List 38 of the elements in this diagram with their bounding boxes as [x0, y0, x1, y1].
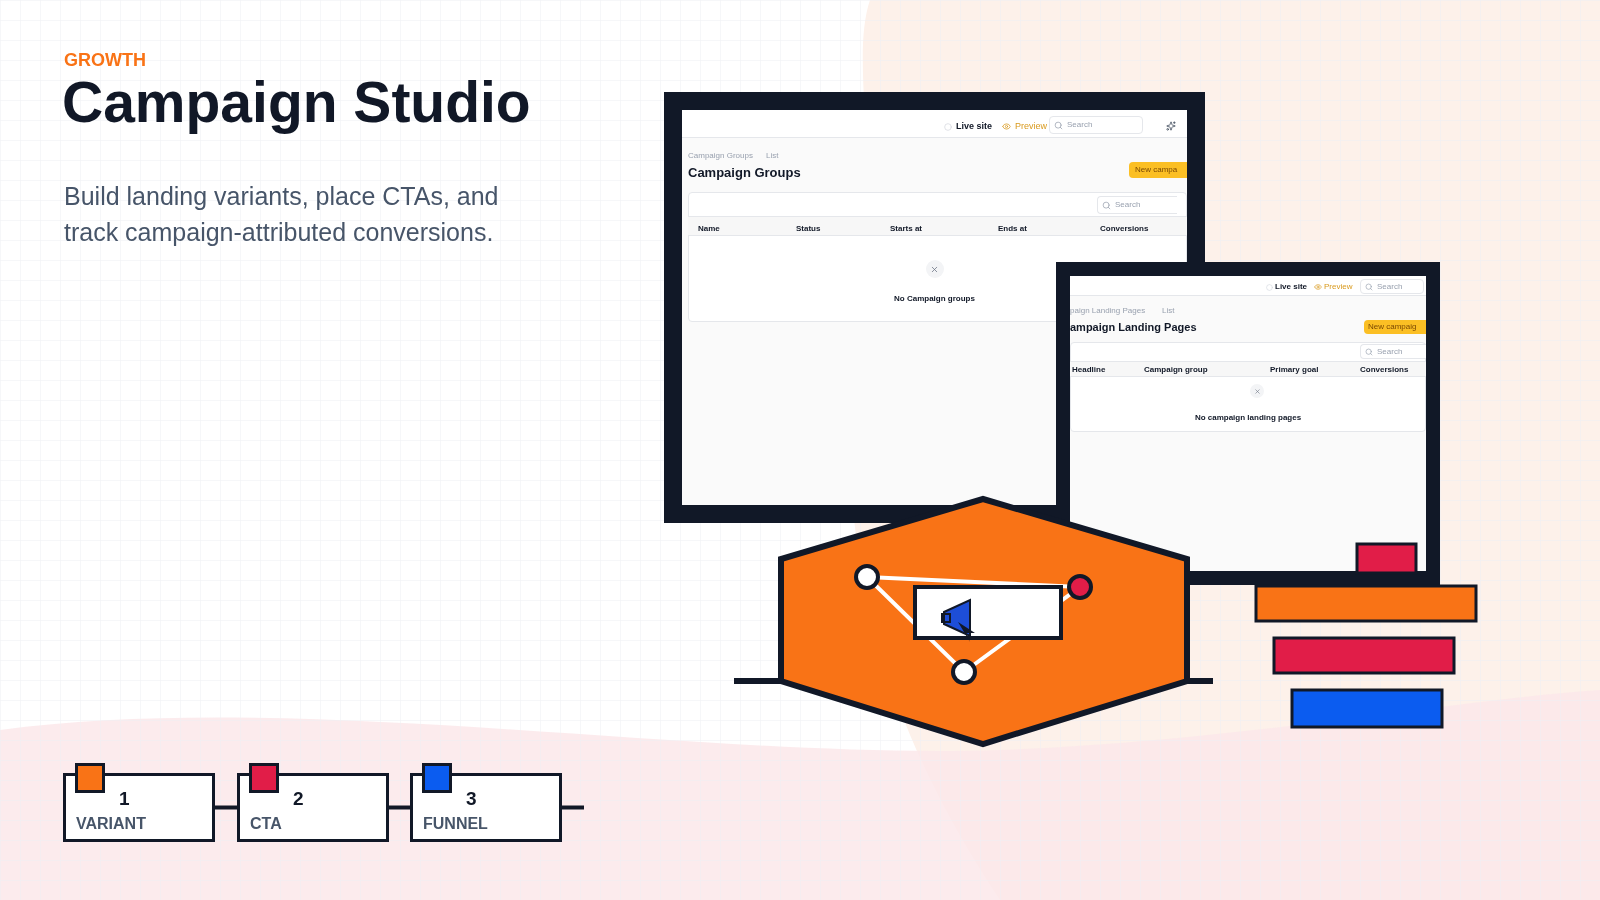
column-header: Starts at	[890, 223, 922, 235]
column-header: Conversions	[1360, 364, 1409, 376]
page-heading: Campaign Groups	[688, 164, 801, 182]
column-header: Primary goal	[1270, 364, 1319, 376]
empty-state-text: No campaign landing pages	[1193, 412, 1303, 424]
breadcrumb-link: paign Landing Pages	[1070, 305, 1146, 317]
column-header: Headline	[1072, 364, 1106, 376]
column-header: Campaign group	[1144, 364, 1208, 376]
preview-link: Preview	[1314, 281, 1353, 293]
step-label: FUNNEL	[423, 814, 488, 834]
search-field: Search	[1049, 116, 1143, 134]
search-field: Search	[1360, 279, 1424, 294]
column-header: Status	[796, 223, 821, 235]
preview-link: Preview	[1002, 120, 1047, 134]
page-heading: ampaign Landing Pages	[1070, 320, 1197, 335]
breadcrumb-text: List	[766, 150, 779, 162]
connector-line	[562, 805, 584, 810]
breadcrumb-text: List	[1162, 305, 1175, 317]
step-number: 1	[119, 787, 130, 811]
column-header: Conversions	[1100, 223, 1149, 235]
column-header: Name	[698, 223, 720, 235]
subtitle-text: Build landing variants, place CTAs, and track campaign-attributed conversions.	[64, 181, 500, 248]
column-header: Ends at	[998, 223, 1027, 235]
new-button: New campa	[1129, 162, 1187, 178]
connector-line	[389, 805, 410, 810]
search-field: Search	[1360, 344, 1426, 359]
empty-state-text: No Campaign groups	[893, 293, 976, 305]
step-label: CTA	[250, 814, 282, 834]
step-number: 2	[293, 787, 304, 811]
breadcrumb-link: Campaign Groups	[688, 150, 753, 162]
new-button: New campaig	[1364, 320, 1426, 334]
step-number: 3	[466, 787, 477, 811]
step-label: VARIANT	[76, 814, 146, 834]
connector-line	[215, 805, 237, 810]
search-field: Search	[1097, 196, 1177, 214]
screenshot-window	[1056, 262, 1440, 585]
nav-link: Live site	[1266, 281, 1307, 293]
nav-link: Live site	[944, 120, 993, 134]
